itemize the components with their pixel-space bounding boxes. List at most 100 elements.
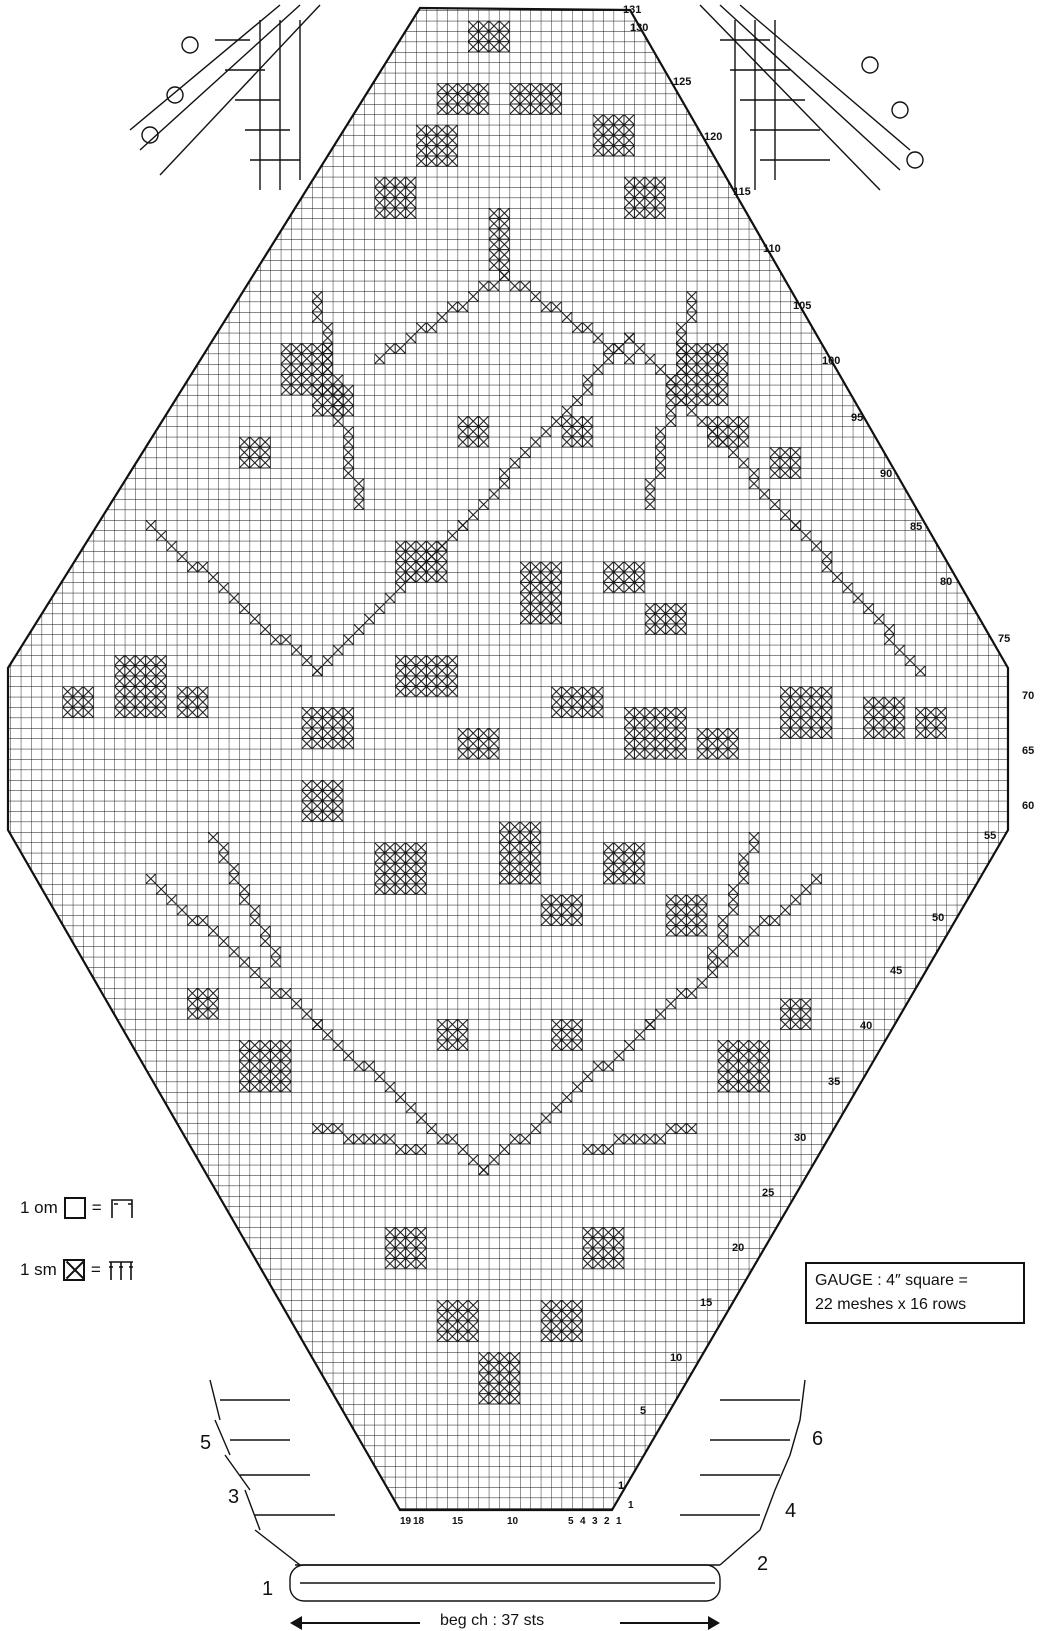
solid-mesh-block	[114, 655, 166, 717]
solid-mesh-block	[634, 343, 644, 353]
solid-mesh-block	[146, 520, 156, 530]
solid-mesh-block	[666, 385, 676, 395]
solid-mesh-block	[416, 125, 458, 167]
solid-mesh-block	[749, 842, 759, 852]
solid-mesh-block	[322, 322, 332, 332]
solid-mesh-block	[343, 447, 353, 457]
solid-mesh-block	[759, 489, 769, 499]
solid-mesh-block	[291, 645, 301, 655]
solid-mesh-block	[759, 915, 769, 925]
solid-mesh-block	[562, 1092, 572, 1102]
solid-mesh-block	[395, 1144, 405, 1154]
solid-mesh-block	[364, 1061, 374, 1071]
gauge-line-1: GAUGE : 4″ square =	[815, 1269, 1023, 1293]
solid-mesh-block	[250, 614, 260, 624]
solid-mesh-block	[447, 530, 457, 540]
solid-mesh-block	[426, 1123, 436, 1133]
solid-mesh-block	[510, 1134, 520, 1144]
solid-mesh-block	[187, 915, 197, 925]
solid-mesh-block	[520, 1134, 530, 1144]
solid-mesh-block	[343, 468, 353, 478]
row-number-label: 60	[1022, 800, 1034, 812]
solid-mesh-block	[655, 437, 665, 447]
solid-mesh-block	[322, 333, 332, 343]
solid-mesh-block	[676, 322, 686, 332]
solid-mesh-block	[239, 884, 249, 894]
step-number-1: 1	[262, 1578, 273, 1601]
solid-mesh-block	[884, 624, 894, 634]
row-number-label: 105	[793, 300, 811, 312]
solid-mesh-block	[749, 468, 759, 478]
solid-mesh-block	[312, 291, 322, 301]
solid-mesh-block	[749, 926, 759, 936]
solid-mesh-block	[166, 894, 176, 904]
solid-mesh-block	[156, 530, 166, 540]
solid-mesh-block	[582, 1071, 592, 1081]
solid-mesh-block	[562, 312, 572, 322]
solid-mesh-block	[676, 354, 686, 364]
solid-mesh-block	[655, 468, 665, 478]
row-number-label: 95	[851, 412, 863, 424]
solid-mesh-block	[863, 603, 873, 613]
column-number-label: 4	[580, 1516, 586, 1527]
solid-mesh-block	[374, 842, 426, 894]
column-number-label: 10	[507, 1516, 518, 1527]
solid-mesh-block	[468, 291, 478, 301]
solid-mesh-block	[614, 343, 624, 353]
solid-mesh-block	[572, 1082, 582, 1092]
solid-mesh-block	[603, 343, 613, 353]
row-number-label: 10	[670, 1352, 682, 1364]
solid-mesh-block	[707, 946, 717, 956]
solid-mesh-block	[354, 1061, 364, 1071]
solid-mesh-block	[229, 874, 239, 884]
solid-mesh-block	[738, 936, 748, 946]
legend-open-mesh: 1 om =	[20, 1196, 136, 1220]
solid-mesh-block	[530, 291, 540, 301]
solid-mesh-block	[593, 114, 635, 156]
solid-mesh-block	[728, 894, 738, 904]
solid-mesh-block	[322, 354, 332, 364]
solid-mesh-block	[489, 208, 510, 270]
solid-mesh-block	[645, 603, 687, 634]
solid-mesh-block	[707, 426, 717, 436]
solid-mesh-block	[489, 281, 499, 291]
solid-mesh-block	[239, 437, 270, 468]
solid-mesh-block	[416, 322, 426, 332]
solid-mesh-block	[239, 1040, 291, 1092]
solid-mesh-block	[676, 988, 686, 998]
solid-mesh-block	[312, 312, 322, 322]
solid-mesh-block	[333, 1123, 343, 1133]
solid-mesh-block	[666, 998, 676, 1008]
solid-mesh-block	[177, 686, 208, 717]
solid-mesh-block	[333, 374, 343, 384]
row-number-label: 5	[640, 1405, 646, 1417]
double-crochet-pair-icon	[108, 1196, 136, 1220]
solid-mesh-block	[603, 1144, 613, 1154]
solid-mesh-block	[593, 364, 603, 374]
solid-mesh-block	[582, 385, 592, 395]
row-number-label: 70	[1022, 690, 1034, 702]
solid-mesh-block	[312, 302, 322, 312]
solid-mesh-block	[354, 624, 364, 634]
solid-mesh-block	[915, 666, 925, 676]
solid-mesh-block	[686, 312, 696, 322]
solid-mesh-block	[208, 832, 218, 842]
solid-mesh-block	[686, 406, 696, 416]
solid-mesh-block	[229, 593, 239, 603]
solid-mesh-block	[541, 1300, 583, 1342]
solid-mesh-block	[780, 686, 832, 738]
solid-mesh-block	[686, 302, 696, 312]
solid-mesh-block	[551, 416, 561, 426]
solid-mesh-block	[437, 1300, 479, 1342]
row-number-label: 125	[673, 76, 691, 88]
solid-mesh-block	[697, 416, 707, 426]
solid-mesh-block	[385, 593, 395, 603]
solid-mesh-block	[780, 510, 790, 520]
solid-mesh-block	[603, 354, 613, 364]
solid-mesh-block	[218, 853, 228, 863]
solid-mesh-block	[728, 884, 738, 894]
solid-mesh-block	[333, 385, 343, 395]
solid-mesh-block	[62, 686, 93, 717]
solid-mesh-block	[780, 905, 790, 915]
solid-mesh-block	[541, 894, 583, 925]
